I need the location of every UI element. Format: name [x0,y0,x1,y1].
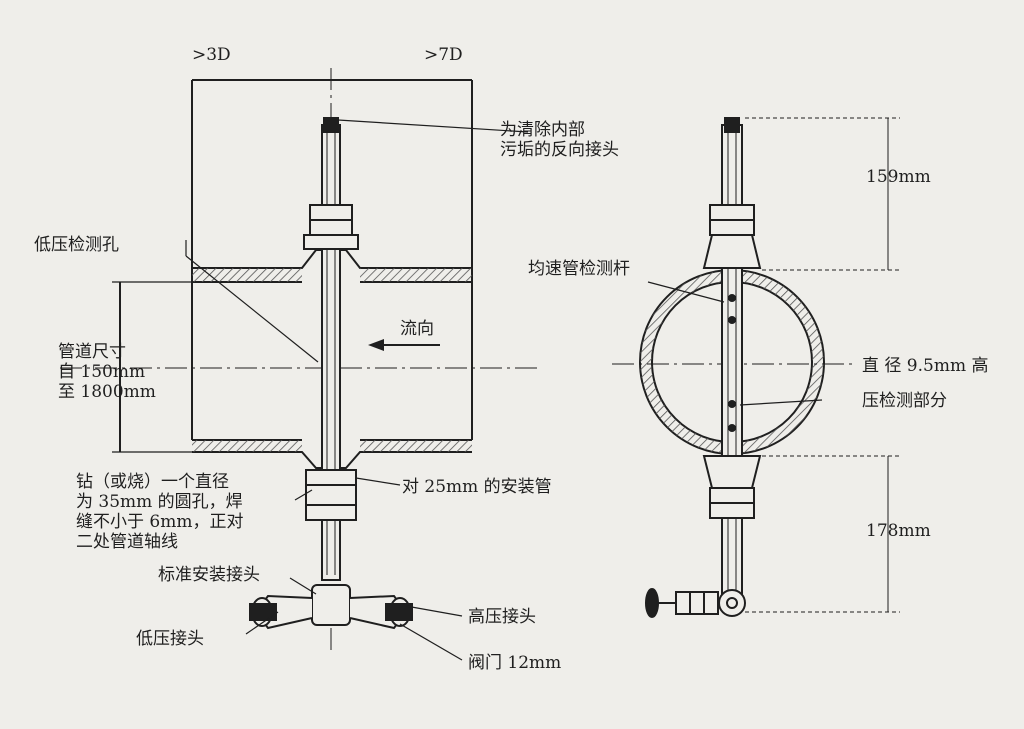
valve-label: 阀门 12mm [468,653,562,673]
dimension-7d-label: >7D [424,45,463,65]
low-pressure-hole-label: 低压检测孔 [34,235,119,255]
probe-rod-label: 均速管检测杆 [528,259,630,279]
high-pressure-part-label: 压检测部分 [862,391,947,411]
diameter-label: 直 径 9.5mm 高 [862,356,989,376]
left-side-view [60,68,540,661]
standard-joint-label: 标准安装接头 [158,565,260,585]
right-front-view [612,117,900,618]
flow-direction-label: 流向 [400,319,434,339]
dimension-3d-label: >3D [192,45,231,65]
pipe-size-label: 管道尺寸 自 150mm 至 1800mm [58,342,156,402]
reverse-joint-label: 为清除内部 污垢的反向接头 [500,120,619,160]
low-pressure-joint-label: 低压接头 [136,629,204,649]
mounting-pipe-label: 对 25mm 的安装管 [402,477,552,497]
dimension-159-label: 159mm [866,167,931,187]
dimension-178-label: 178mm [866,521,931,541]
drill-hole-note: 钻（或烧）一个直径 为 35mm 的圆孔，焊 缝不小于 6mm，正对 二处管道轴… [76,472,244,552]
high-pressure-joint-label: 高压接头 [468,607,536,627]
